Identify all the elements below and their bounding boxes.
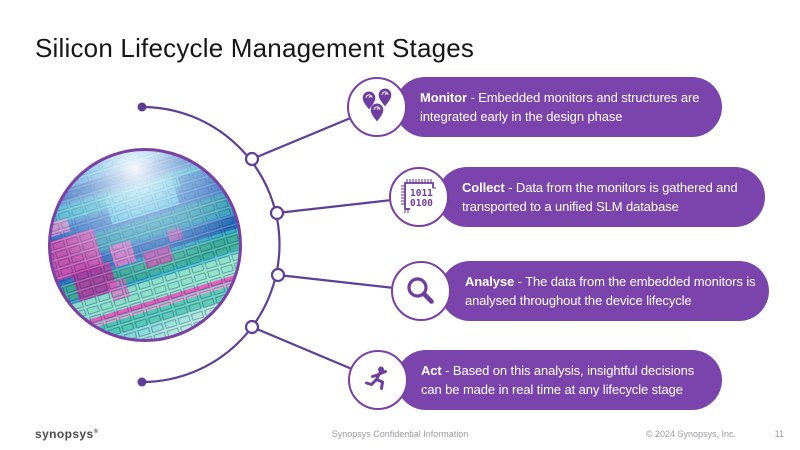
connector-arc: [141, 105, 281, 384]
stage-desc-collect: - Data from the monitors is gathered and…: [462, 180, 738, 214]
chip-binary-icon: 1011 0100: [389, 167, 449, 227]
confidential-label: Synopsys Confidential Information: [331, 429, 469, 439]
stage-pill-act: Act - Based on this analysis, insightful…: [396, 350, 722, 410]
stage-row-act: Act - Based on this analysis, insightful…: [348, 350, 722, 410]
copyright-label: © 2024 Synopsys, Inc.: [645, 429, 736, 439]
svg-text:1011: 1011: [410, 188, 433, 199]
page-title: Silicon Lifecycle Management Stages: [35, 33, 475, 63]
stage-row-monitor: Monitor - Embedded monitors and structur…: [347, 77, 722, 137]
stage-desc-act: - Based on this analysis, insightful dec…: [421, 363, 695, 397]
stage-text-collect: Collect - Data from the monitors is gath…: [462, 178, 753, 216]
stage-row-analyse: Analyse - The data from the embedded mon…: [391, 261, 769, 321]
stage-text-monitor: Monitor - Embedded monitors and structur…: [420, 88, 710, 126]
stage-name-act: Act: [421, 363, 442, 378]
stage-text-analyse: Analyse - The data from the embedded mon…: [465, 272, 757, 310]
arc-end-dot-bottom: [137, 377, 147, 387]
page-number: 11: [774, 429, 784, 439]
stage-row-collect: Collect - Data from the monitors is gath…: [389, 167, 765, 227]
synopsys-logo: synopsys®: [35, 427, 98, 441]
stage-pill-analyse: Analyse - The data from the embedded mon…: [440, 261, 769, 321]
synopsys-logo-trademark: ®: [93, 429, 99, 435]
stage-desc-monitor: - Embedded monitors and structures are i…: [420, 90, 700, 124]
footer: synopsys® Synopsys Confidential Informat…: [0, 420, 800, 450]
stage-pill-collect: Collect - Data from the monitors is gath…: [437, 167, 765, 227]
synopsys-logo-text: synopsys: [35, 427, 94, 441]
arc-end-dot-top: [137, 102, 147, 112]
arc-nodes: [244, 151, 286, 335]
runner-icon: [348, 350, 408, 410]
stage-text-act: Act - Based on this analysis, insightful…: [421, 361, 710, 399]
stage-pill-monitor: Monitor - Embedded monitors and structur…: [395, 77, 722, 137]
map-pins-icon: [347, 77, 407, 137]
stage-name-analyse: Analyse: [465, 274, 515, 289]
stage-name-monitor: Monitor: [420, 90, 467, 105]
stage-desc-analyse: - The data from the embedded monitors is…: [465, 274, 756, 308]
stage-name-collect: Collect: [462, 180, 505, 195]
svg-text:0100: 0100: [410, 198, 433, 209]
magnifier-icon: [391, 261, 451, 321]
chip-photo: [48, 148, 242, 342]
